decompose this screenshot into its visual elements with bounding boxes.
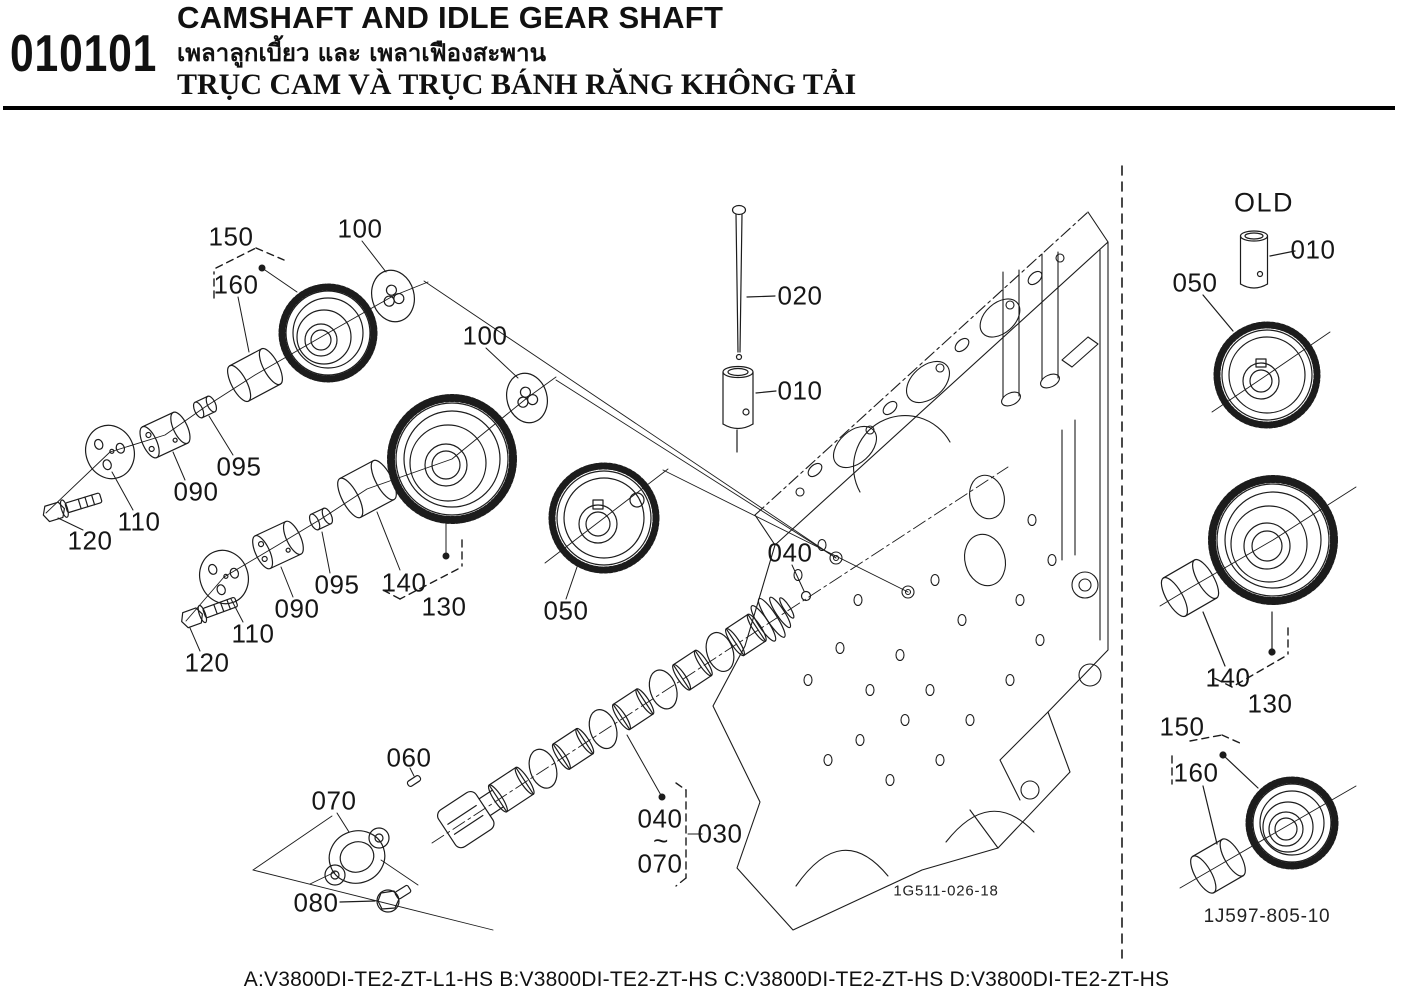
part-callout: 090 — [274, 593, 320, 624]
part-callout: 050 — [1172, 267, 1218, 298]
idle-gear-group-1 — [42, 269, 415, 523]
section-code: 010101 — [10, 25, 158, 83]
tappet — [722, 365, 777, 453]
header-divider-rule — [3, 106, 1395, 110]
part-callout: 150 — [208, 221, 254, 252]
part-callout: 130 — [1247, 688, 1293, 719]
idle-gear-group-2 — [181, 372, 548, 629]
part-callout: 050 — [543, 595, 589, 626]
part-callout: 010 — [777, 375, 823, 406]
old-section-label: OLD — [1233, 187, 1295, 218]
part-callout: 100 — [337, 213, 383, 244]
old-tappet — [1239, 230, 1296, 289]
part-callout: 030 — [697, 818, 743, 849]
part-callout: 080 — [293, 887, 339, 918]
camshaft — [436, 596, 795, 849]
part-callout: 095 — [314, 569, 360, 600]
camshaft-stopper-flange — [324, 827, 390, 886]
part-callout: 010 — [1290, 234, 1336, 265]
part-callout: 150 — [1159, 711, 1205, 742]
old-cam-gear — [1202, 294, 1321, 429]
old-idle-gear-2 — [1171, 734, 1339, 894]
page-title-thai: เพลาลูกเบี้ยว และ เพลาเฟืองสะพาน — [177, 39, 546, 67]
applicable-models: A:V3800DI-TE2-ZT-L1-HS B:V3800DI-TE2-ZT-… — [243, 968, 1170, 991]
drawing-code-main: 1G511-026-18 — [893, 882, 999, 900]
flange-bolt — [339, 884, 412, 913]
drawing-code-old: 1J597-805-10 — [1203, 906, 1331, 927]
part-callout: 110 — [117, 506, 161, 537]
part-callout: 120 — [67, 525, 113, 556]
engine-block — [712, 211, 1109, 931]
part-callout: 070 — [637, 848, 683, 879]
old-idle-gear — [1160, 475, 1338, 688]
part-callout: 090 — [173, 476, 219, 507]
part-callout: 140 — [1205, 662, 1251, 693]
part-callout: 095 — [216, 451, 262, 482]
page-title-vietnamese: TRỤC CAM VÀ TRỤC BÁNH RĂNG KHÔNG TẢI — [177, 68, 857, 101]
leader-lines-main — [57, 240, 805, 887]
part-callout: 060 — [386, 742, 432, 773]
page-title-english: CAMSHAFT AND IDLE GEAR SHAFT — [177, 0, 724, 35]
part-callout: 020 — [777, 280, 823, 311]
part-callout: 120 — [184, 647, 230, 678]
part-callout: 040 — [637, 803, 683, 834]
range-tilde: ~ — [653, 825, 669, 856]
part-callout: 160 — [213, 269, 259, 300]
cam-gear — [548, 462, 660, 574]
part-callout: 130 — [421, 591, 467, 622]
part-callout: 110 — [231, 618, 275, 649]
part-callout: 160 — [1173, 757, 1219, 788]
part-callout: 140 — [381, 567, 427, 598]
part-callout: 040 — [767, 537, 813, 568]
camshaft-ball — [800, 590, 812, 602]
push-rod — [731, 204, 776, 361]
feather-key — [406, 775, 422, 787]
part-callout: 100 — [462, 320, 508, 351]
part-callout: 070 — [311, 785, 357, 816]
